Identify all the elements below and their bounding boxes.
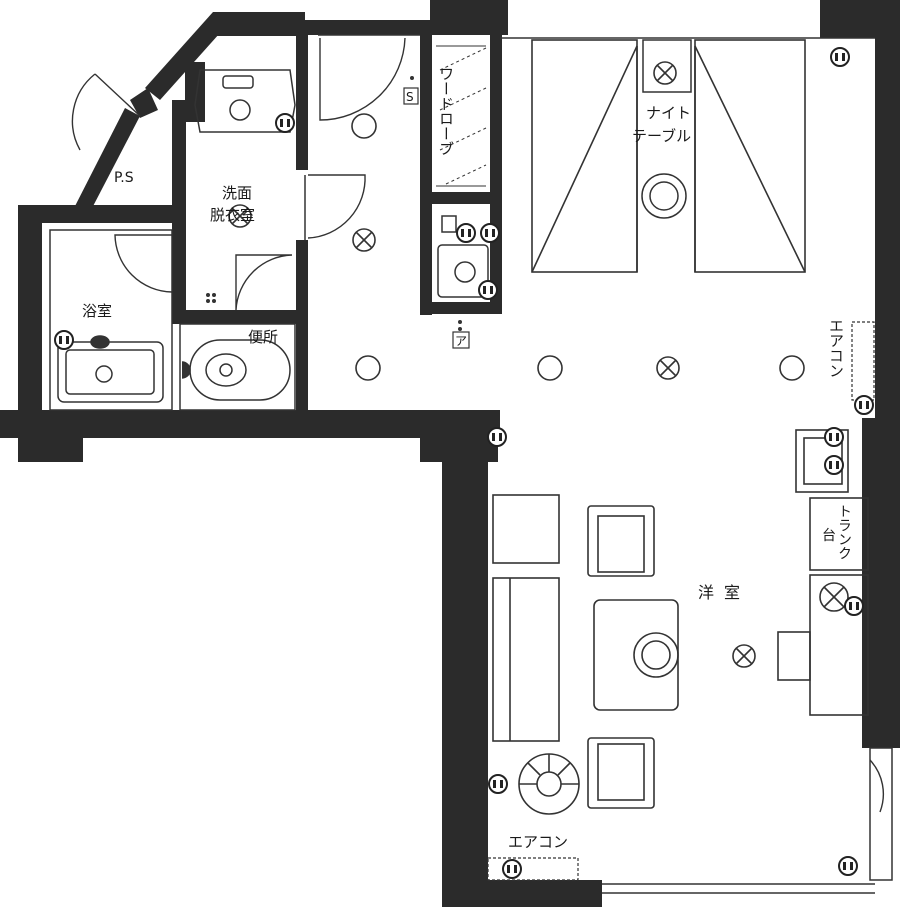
s-mark-label: S — [406, 90, 414, 104]
living-furniture — [492, 429, 869, 815]
bed-right — [694, 39, 806, 273]
aircon-unit-bottom — [487, 857, 579, 881]
small-marks — [206, 76, 462, 331]
western-room-label: 洋室 — [698, 583, 750, 602]
toilet-fixture — [181, 339, 291, 401]
aircon-unit-right — [851, 321, 875, 401]
doors — [71, 37, 885, 813]
lights — [228, 61, 805, 668]
inner-lines — [49, 34, 893, 894]
bed-left — [531, 39, 638, 273]
wardrobe-label: ワードローブ — [437, 66, 455, 156]
aircon-label-right: エアコン — [827, 318, 845, 378]
nightstand-label-1: ナイト — [646, 104, 691, 122]
ps-label: P.S — [114, 170, 134, 186]
tel-mark-label: ア — [455, 334, 467, 348]
sink-vanity — [437, 215, 489, 298]
bathtub — [57, 335, 164, 403]
aircon-label-bottom: エアコン — [508, 833, 568, 851]
toilet-label: 便所 — [248, 328, 278, 346]
washroom-label-1: 洗面 — [222, 184, 252, 202]
tel-box — [452, 331, 470, 349]
s-switch-box — [403, 87, 419, 105]
trunk-stand-label: 台 — [822, 528, 836, 544]
wardrobe-hatch — [436, 45, 487, 187]
nightstand — [641, 39, 692, 219]
nightstand-label-2: テーブル — [632, 127, 691, 145]
wash-basin — [194, 69, 296, 133]
washroom-label-2: 脱衣室 — [210, 206, 255, 224]
trunk-label: トランク — [836, 504, 852, 560]
bath-label: 浴室 — [82, 302, 112, 320]
